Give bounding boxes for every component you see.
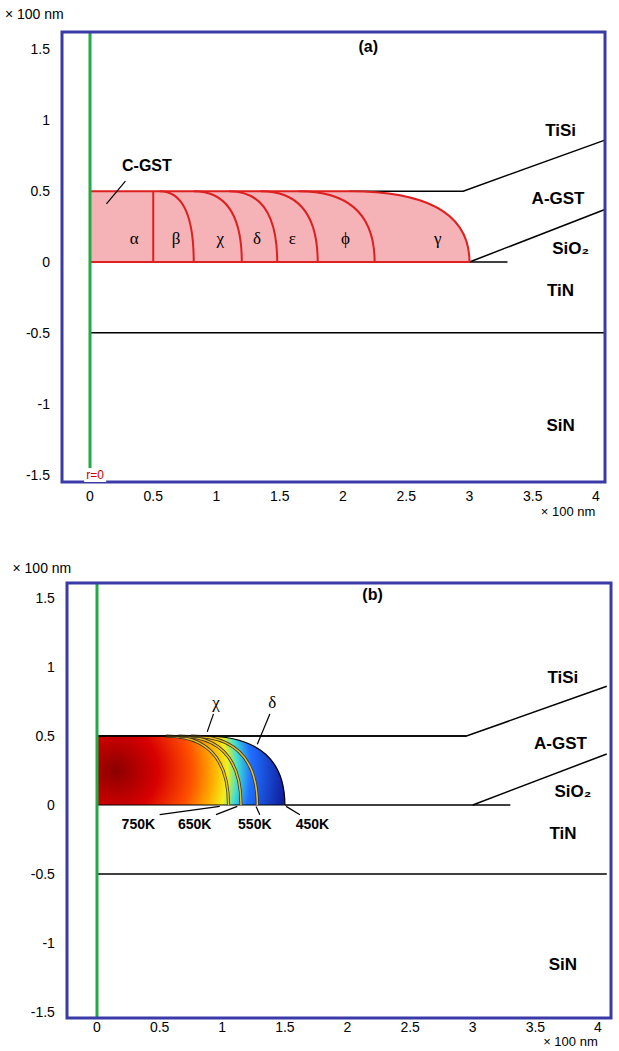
layer-boundary [285, 804, 510, 806]
material-label: SiO₂ [553, 782, 594, 801]
panel [62, 32, 605, 482]
growth-front [261, 191, 318, 262]
material-label: TiSi [545, 667, 580, 686]
tick-label: 2 [337, 488, 349, 504]
isotherm [191, 736, 257, 805]
leader-line [257, 714, 270, 744]
panel-letter: (b) [360, 586, 384, 604]
tick-label: 2.5 [395, 488, 418, 504]
tick-label: 0 [91, 1019, 103, 1035]
tick-label: 2 [342, 1019, 354, 1035]
material-label: TiSi [543, 121, 578, 140]
front-letter: δ [251, 228, 263, 247]
temperature-label: 450K [294, 816, 331, 832]
tick-label: 0.5 [148, 1019, 171, 1035]
tick-label: -0.5 [29, 866, 57, 882]
tick-label: 0.5 [29, 183, 52, 199]
tick-label: 3 [464, 488, 476, 504]
layer-boundary [97, 735, 466, 737]
front-letter: χ [215, 228, 227, 247]
tick-label: 0 [40, 254, 52, 270]
symmetry-axis [96, 583, 99, 1018]
leader-line [216, 806, 237, 814]
tick-label: 0 [84, 488, 96, 504]
front-letter: χ [210, 692, 222, 711]
axis-unit: × 100 nm [3, 6, 66, 22]
leader-line [286, 806, 300, 814]
tick-label: 3.5 [521, 488, 544, 504]
growth-front [229, 191, 277, 262]
tick-label: 3.5 [524, 1019, 547, 1035]
tick-label: -1.5 [29, 1004, 57, 1020]
layer-boundary [473, 754, 607, 805]
temperature-map [97, 736, 285, 805]
layer-boundary [97, 686, 607, 736]
tick-label: 1 [216, 1019, 228, 1035]
tick-label: 1.5 [29, 41, 52, 57]
panel [67, 583, 611, 1018]
phase-label: C-GST [120, 157, 174, 175]
front-letter: γ [432, 228, 444, 247]
tick-label: 3 [467, 1019, 479, 1035]
growth-front [152, 191, 154, 262]
temperature-label: 550K [236, 816, 273, 832]
plot-frame [62, 32, 605, 482]
leader-line [160, 806, 220, 814]
axis-unit: × 100 nm [541, 1033, 600, 1048]
plot-frame [67, 583, 611, 1018]
symmetry-axis [89, 32, 92, 482]
layer-boundary [470, 210, 605, 262]
material-label: TiN [547, 823, 578, 842]
leader-line [106, 181, 125, 204]
material-label: A-GST [530, 189, 587, 208]
temperature-label: 750K [120, 816, 157, 832]
front-letter: α [128, 228, 141, 247]
growth-front [194, 191, 242, 262]
growth-front [160, 191, 194, 262]
tick-label: 1.5 [33, 590, 56, 606]
axis-unit: × 100 nm [10, 560, 73, 576]
tick-label: 0.5 [142, 488, 165, 504]
material-label: SiO₂ [550, 238, 591, 257]
layer-boundary [470, 261, 508, 263]
material-label: TiN [545, 281, 576, 300]
material-label: SiN [547, 954, 579, 973]
leader-line [207, 714, 213, 732]
front-letter: ε [287, 228, 298, 247]
tick-label: 1 [40, 112, 52, 128]
front-letter: δ [266, 692, 278, 711]
layer-boundary [97, 873, 607, 875]
material-label: SiN [544, 415, 576, 434]
tick-label: 4 [590, 488, 602, 504]
front-letter: β [170, 228, 183, 247]
front-letter: ϕ [339, 228, 352, 247]
temperature-label: 650K [176, 816, 213, 832]
layer-boundary [349, 140, 605, 191]
tick-label: 1 [211, 488, 223, 504]
tick-label: -1 [40, 935, 56, 951]
crystalline-region [90, 191, 470, 262]
tick-label: 4 [592, 1019, 604, 1035]
isotherm [191, 736, 257, 805]
axis-marker: r=0 [84, 468, 106, 482]
tick-label: 0 [45, 797, 57, 813]
tick-label: 1 [45, 659, 57, 675]
tick-label: -1 [36, 396, 52, 412]
tick-label: -1.5 [24, 467, 52, 483]
tick-label: 1.5 [268, 488, 291, 504]
leader-line [256, 806, 260, 814]
tick-label: 0.5 [33, 728, 56, 744]
panel-letter: (a) [357, 38, 381, 56]
axis-unit: × 100 nm [539, 504, 598, 519]
material-label: A-GST [532, 733, 589, 752]
layer-boundary [90, 332, 605, 334]
tick-label: -0.5 [24, 325, 52, 341]
tick-label: 2.5 [398, 1019, 421, 1035]
tick-label: 1.5 [273, 1019, 296, 1035]
growth-front [299, 191, 375, 262]
